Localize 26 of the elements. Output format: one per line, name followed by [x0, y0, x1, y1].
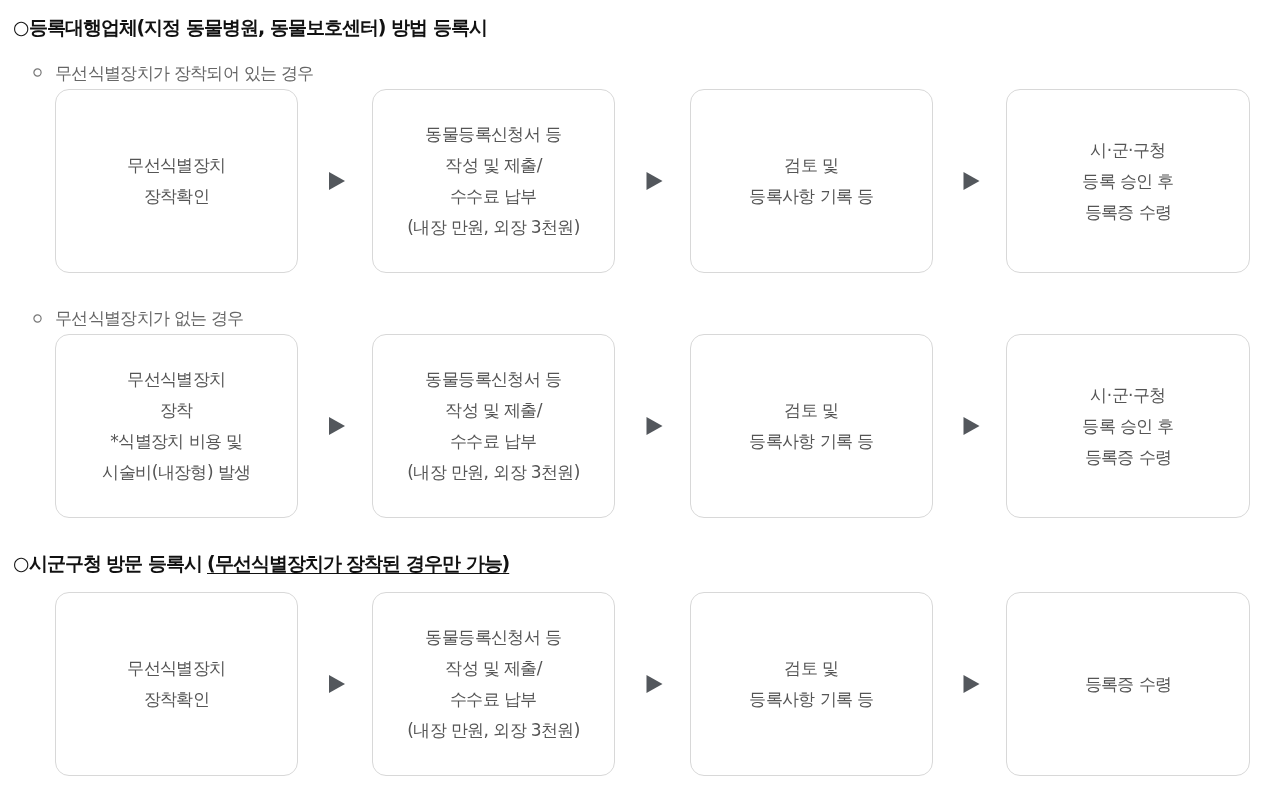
case-heading: 무선식별장치가 장착되어 있는 경우 [55, 62, 314, 84]
section-heading: ○시군구청 방문 등록시 [13, 551, 202, 575]
arrow [646, 417, 663, 435]
section-heading: ○등록대행업체(지정 동물병원, 동물보호센터) 방법 등록시 [13, 15, 487, 39]
step-box: 시·군·구청 등록 승인 후 등록증 수령 [1006, 89, 1250, 273]
step-box: 등록증 수령 [1006, 592, 1250, 776]
arrow [963, 675, 980, 693]
heading-note: (무선식별장치가 장착된 경우만 가능) [207, 551, 510, 575]
arrow [646, 172, 663, 190]
arrow [329, 675, 345, 693]
case-heading: 무선식별장치가 없는 경우 [55, 307, 244, 329]
arrow [646, 675, 663, 693]
step-box: 검토 및 등록사항 기록 등 [690, 592, 933, 776]
step-box: 무선식별장치 장착 *식별장치 비용 및 시술비(내장형) 발생 [55, 334, 298, 518]
step-box: 동물등록신청서 등 작성 및 제출/ 수수료 납부 (내장 만원, 외장 3천원) [372, 592, 615, 776]
arrow [329, 417, 345, 435]
arrow [329, 172, 345, 190]
step-box: 무선식별장치 장착확인 [55, 89, 298, 273]
step-box: 시·군·구청 등록 승인 후 등록증 수령 [1006, 334, 1250, 518]
arrow [963, 417, 980, 435]
step-box: 검토 및 등록사항 기록 등 [690, 334, 933, 518]
step-box: 검토 및 등록사항 기록 등 [690, 89, 933, 273]
step-box: 무선식별장치 장착확인 [55, 592, 298, 776]
step-box: 동물등록신청서 등 작성 및 제출/ 수수료 납부 (내장 만원, 외장 3천원) [372, 89, 615, 273]
step-box: 동물등록신청서 등 작성 및 제출/ 수수료 납부 (내장 만원, 외장 3천원) [372, 334, 615, 518]
arrow [963, 172, 980, 190]
